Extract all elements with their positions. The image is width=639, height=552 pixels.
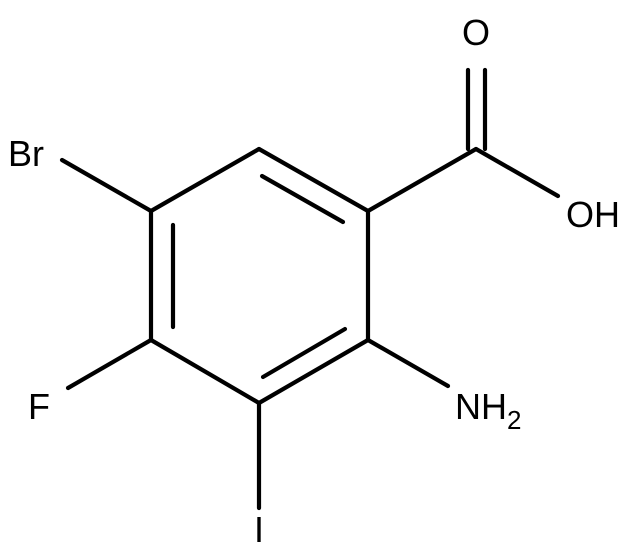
amino-nh-text: NH: [455, 386, 507, 427]
fluorine-substituent: F: [28, 337, 154, 427]
ring-double-bond-inner-2: [260, 326, 348, 380]
bromine-label: Br: [8, 133, 44, 174]
bromine-substituent: Br: [8, 133, 154, 214]
hydroxyl-label: OH: [566, 194, 620, 235]
iodine-substituent: I: [254, 400, 264, 550]
ring-bond-c1-c2: [256, 146, 371, 214]
bond-ring-to-br: [59, 157, 154, 214]
bond-c-to-oh: [473, 146, 561, 199]
ring-bond-c3-c4: [256, 337, 371, 406]
ring-bond-c6-c1: [148, 146, 262, 214]
amino-label: NH2: [455, 386, 521, 435]
ring-double-bond-inner-1: [259, 173, 346, 225]
iodine-label: I: [254, 509, 264, 550]
carboxyl-group: O OH: [365, 12, 620, 235]
bond-ring-to-f: [65, 337, 154, 391]
amino-substituent: NH2: [365, 337, 521, 435]
bond-ring-to-carboxyl: [365, 146, 479, 214]
benzene-ring: [148, 146, 371, 406]
bond-ring-to-nh2: [365, 337, 451, 389]
fluorine-label: F: [28, 386, 50, 427]
amino-subscript: 2: [507, 405, 521, 435]
ring-bond-c4-c5: [148, 337, 262, 406]
carbonyl-oxygen-label: O: [462, 12, 490, 53]
